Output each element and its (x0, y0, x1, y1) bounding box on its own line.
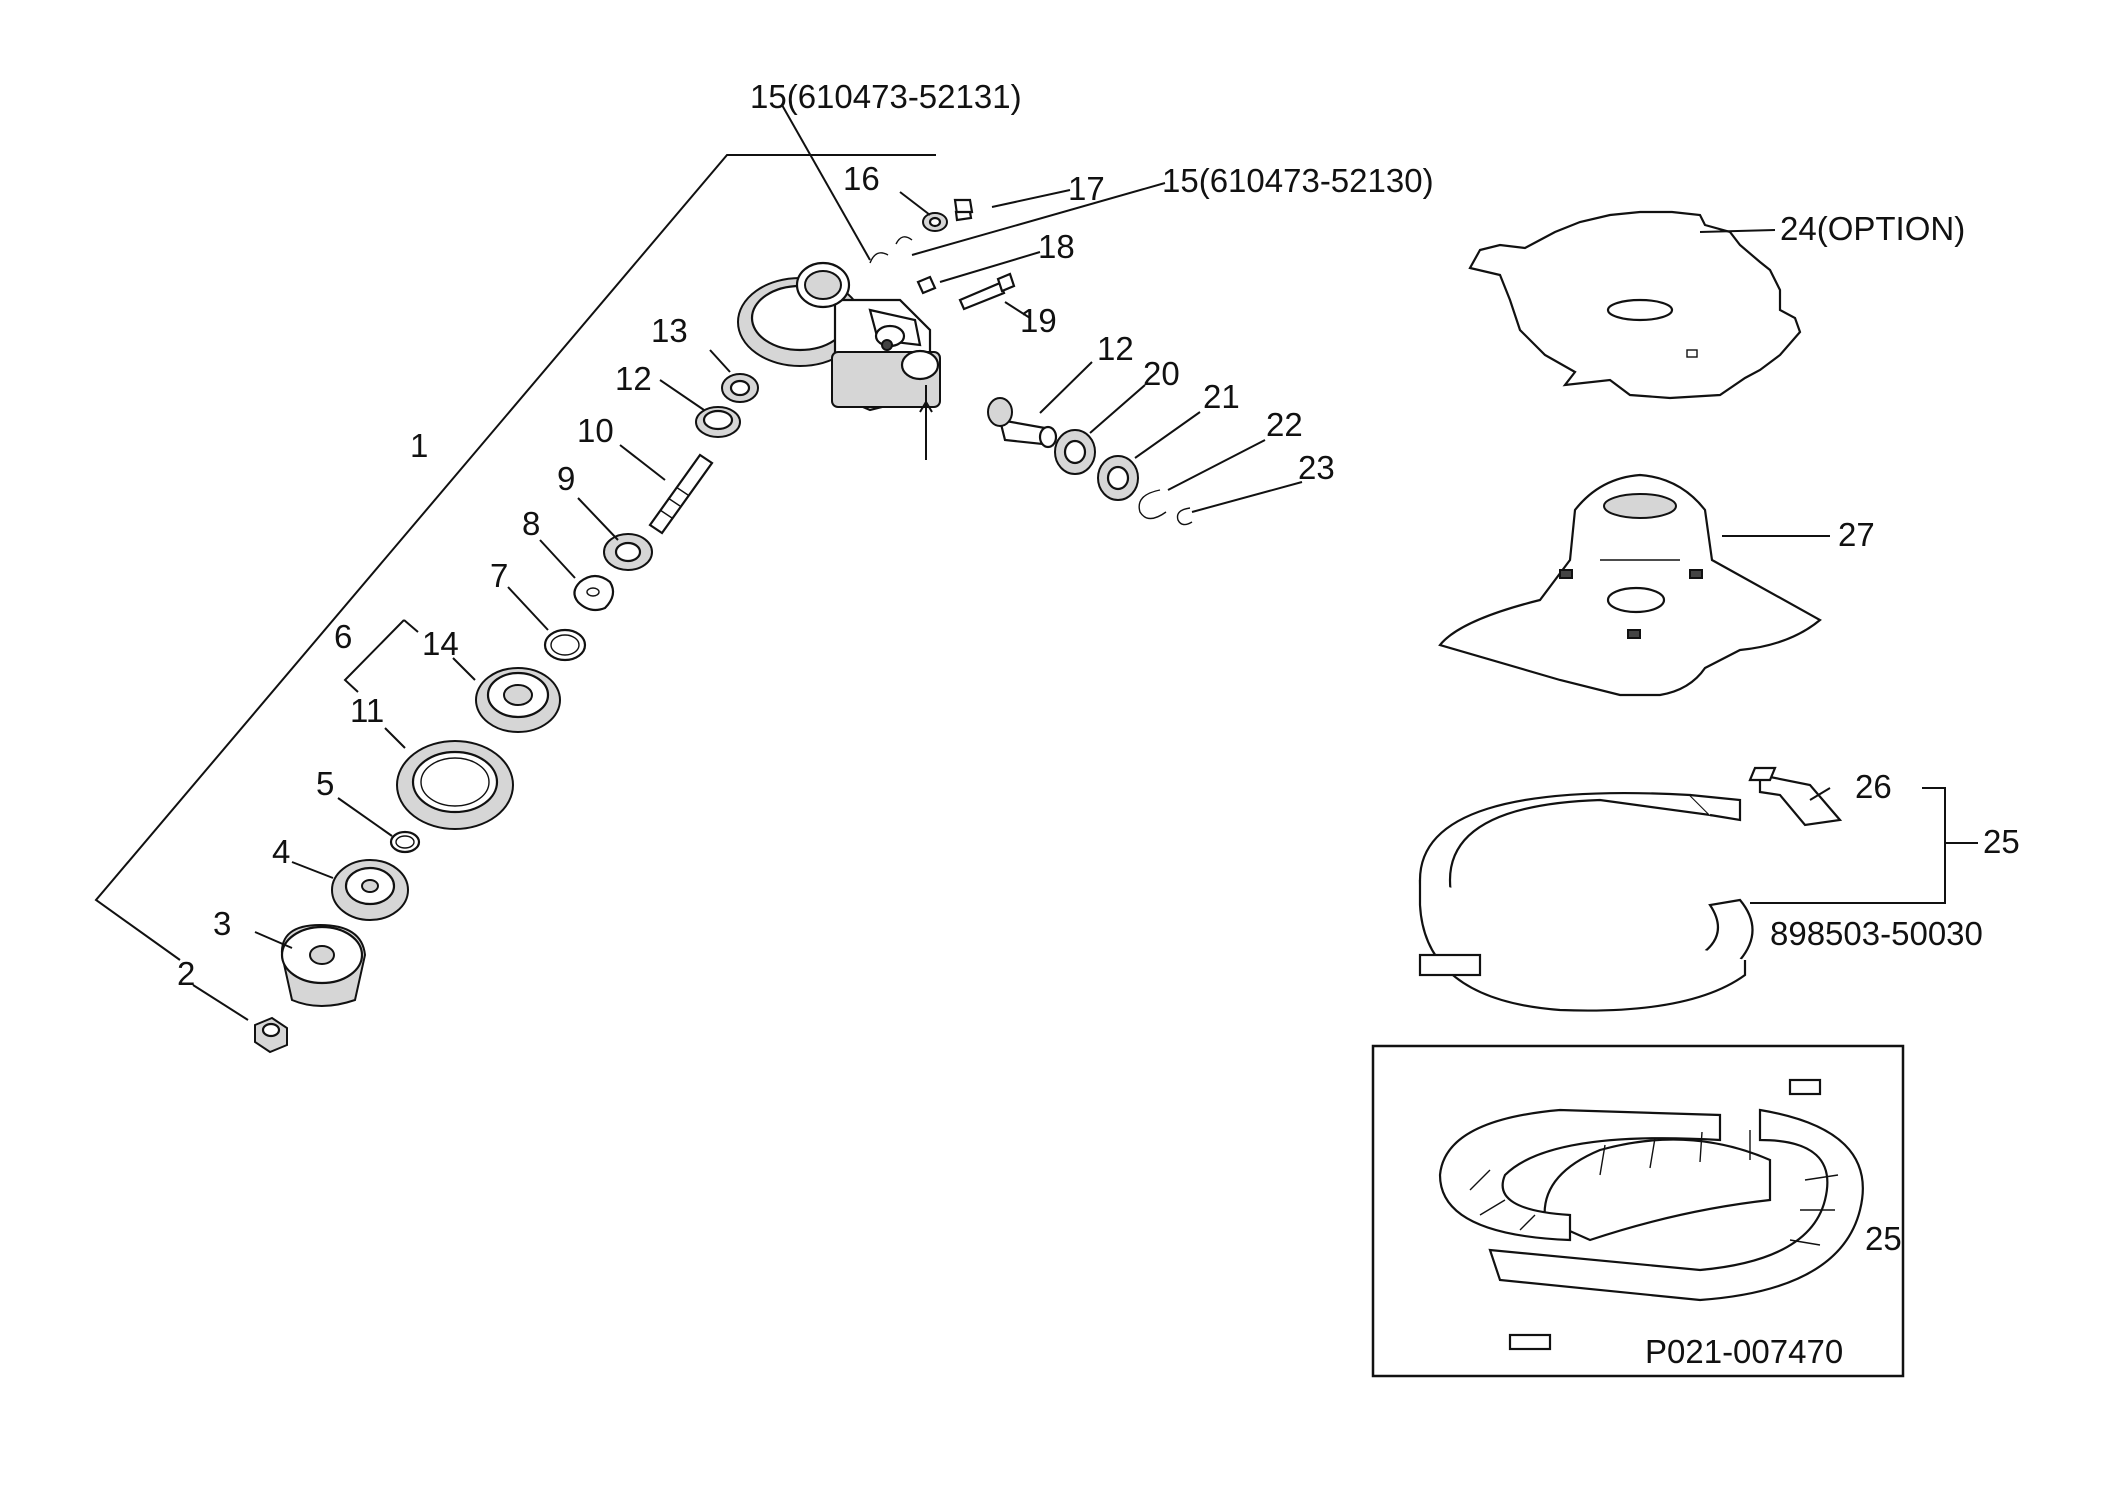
part-23-circlip (1176, 507, 1193, 526)
label-25-upper: 25 (1983, 823, 2020, 860)
label-15-upper: 15(610473-52131) (750, 78, 1022, 115)
label-12-upper: 12 (1097, 330, 1134, 367)
part-9-bearing (603, 533, 653, 571)
label-1: 1 (410, 427, 428, 464)
part-11-cover (396, 740, 514, 830)
part-8-washer (573, 574, 615, 612)
part-14-holder (475, 667, 561, 733)
part-20-bearing (1054, 429, 1096, 475)
label-21: 21 (1203, 378, 1240, 415)
part-26-fastener (1748, 766, 1777, 782)
label-18: 18 (1038, 228, 1075, 265)
label-9: 9 (557, 460, 575, 497)
leader-lines (192, 104, 1831, 1021)
label-17: 17 (1068, 170, 1105, 207)
gear-case (737, 261, 941, 460)
label-4: 4 (272, 833, 290, 870)
label-26: 26 (1855, 768, 1892, 805)
label-3: 3 (213, 905, 231, 942)
label-10: 10 (577, 412, 614, 449)
part-4-fixing-plate (331, 859, 409, 921)
part-12-gear-upper (987, 397, 1058, 449)
label-27: 27 (1838, 516, 1875, 553)
part-24-blade (1468, 210, 1802, 400)
label-2: 2 (177, 955, 195, 992)
part-3-cover (280, 923, 367, 1007)
part-2-nut (254, 1016, 288, 1054)
label-19: 19 (1020, 302, 1057, 339)
part-25-segmented-guard (1438, 1078, 1864, 1351)
part-22-snap-ring (1138, 489, 1167, 520)
part-12-gear-lower (695, 406, 741, 438)
label-24-option: 24(OPTION) (1780, 210, 1965, 247)
label-20: 20 (1143, 355, 1180, 392)
guard-bracket (1750, 787, 1978, 904)
part-25-guard-ring (1418, 773, 1843, 1012)
part-7-snap-ring (543, 628, 587, 662)
part-10-shaft (648, 453, 714, 535)
label-12-lower: 12 (615, 360, 652, 397)
part-18-bolt (916, 275, 937, 295)
part-21-bearing (1097, 455, 1139, 501)
assembly-1-bracket (94, 154, 936, 961)
label-25-lower: 25 (1865, 1220, 1902, 1257)
part-code-guard: 898503-50030 (1770, 915, 1983, 952)
label-7: 7 (490, 557, 508, 594)
part-code-inset: P021-007470 (1645, 1333, 1843, 1370)
part-15-clips (869, 236, 913, 264)
label-22: 22 (1266, 406, 1303, 443)
part-5-ring (389, 830, 421, 854)
label-15-right: 15(610473-52130) (1162, 162, 1434, 199)
part-16-washer (922, 212, 948, 232)
part-27-blade (1438, 473, 1822, 697)
label-8: 8 (522, 505, 540, 542)
part-19-bolt (958, 272, 1016, 311)
part-13-bearing (721, 373, 759, 403)
label-23: 23 (1298, 449, 1335, 486)
part-17-bolt (953, 198, 974, 222)
label-14: 14 (422, 625, 459, 662)
label-6: 6 (334, 618, 352, 655)
label-5: 5 (316, 765, 334, 802)
label-11: 11 (350, 692, 384, 729)
callout-labels: 1 2 3 4 5 6 7 8 9 10 11 12 12 13 14 15(6… (177, 78, 2020, 1370)
inset-frame (1371, 1044, 1905, 1378)
label-16: 16 (843, 160, 880, 197)
label-13: 13 (651, 312, 688, 349)
